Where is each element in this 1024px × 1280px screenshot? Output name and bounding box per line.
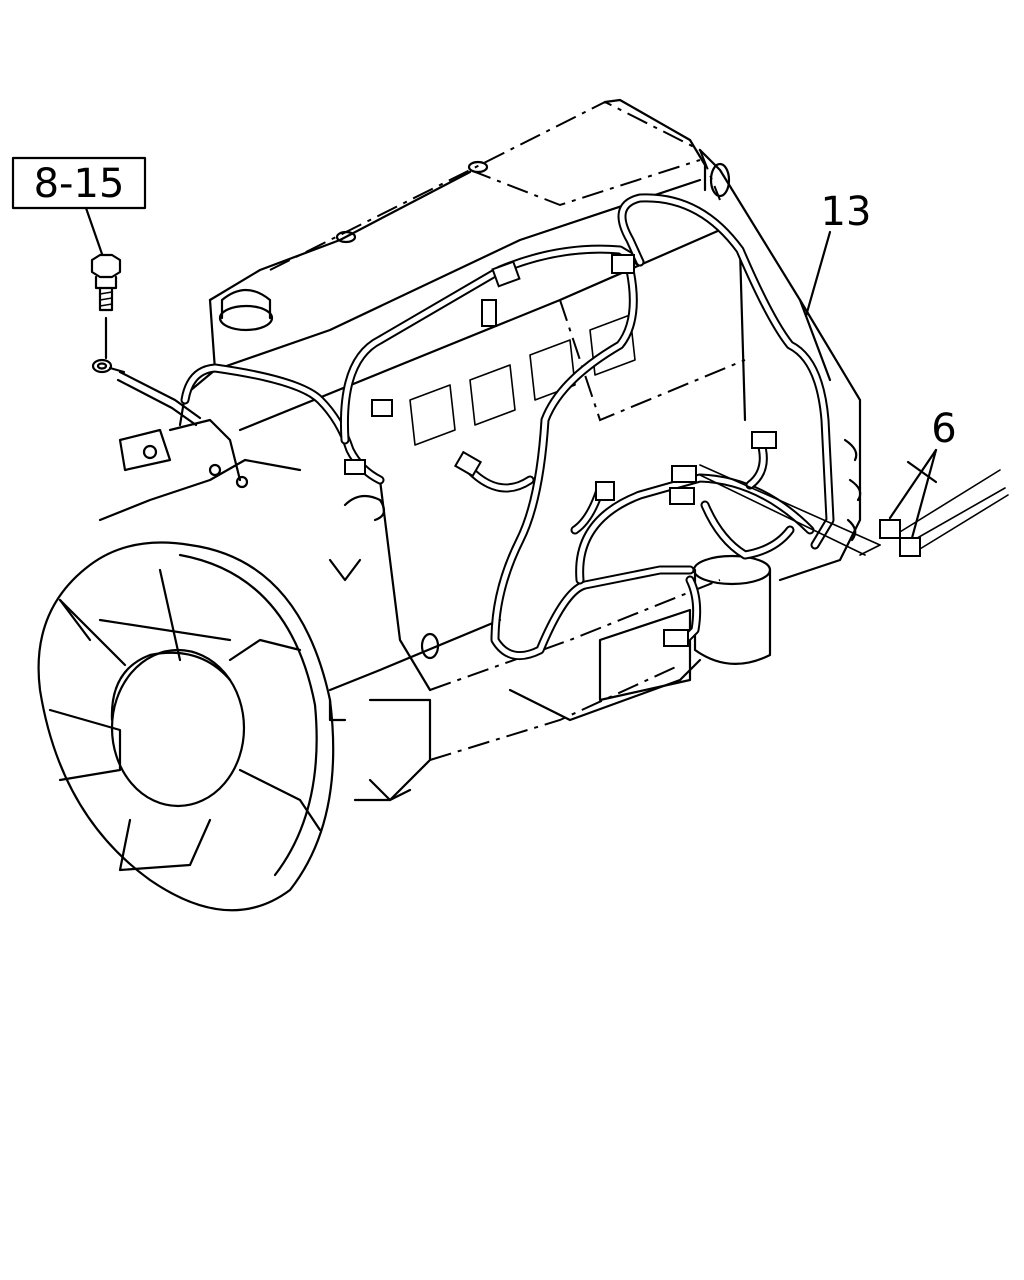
reference-box-label: 8-15 — [34, 161, 125, 207]
callout-13-leader — [804, 230, 832, 318]
ground-terminal — [91, 358, 126, 374]
callout-6-leader-b — [910, 448, 938, 540]
ground-bolt — [90, 253, 122, 360]
harness-connectors — [344, 254, 921, 647]
callout-6-leader-c — [906, 460, 938, 484]
engine-block — [98, 98, 862, 802]
cooling-fan — [37, 541, 335, 912]
reference-leader-line — [84, 206, 104, 256]
callout-13-label: 13 — [821, 189, 872, 235]
callout-6-leader-a — [888, 448, 938, 520]
callout-6: 6 — [888, 406, 957, 540]
callout-13: 13 — [804, 189, 872, 318]
reference-box: 8-15 — [11, 156, 147, 256]
wire-harness — [116, 193, 1009, 661]
callout-6-label: 6 — [931, 406, 956, 452]
